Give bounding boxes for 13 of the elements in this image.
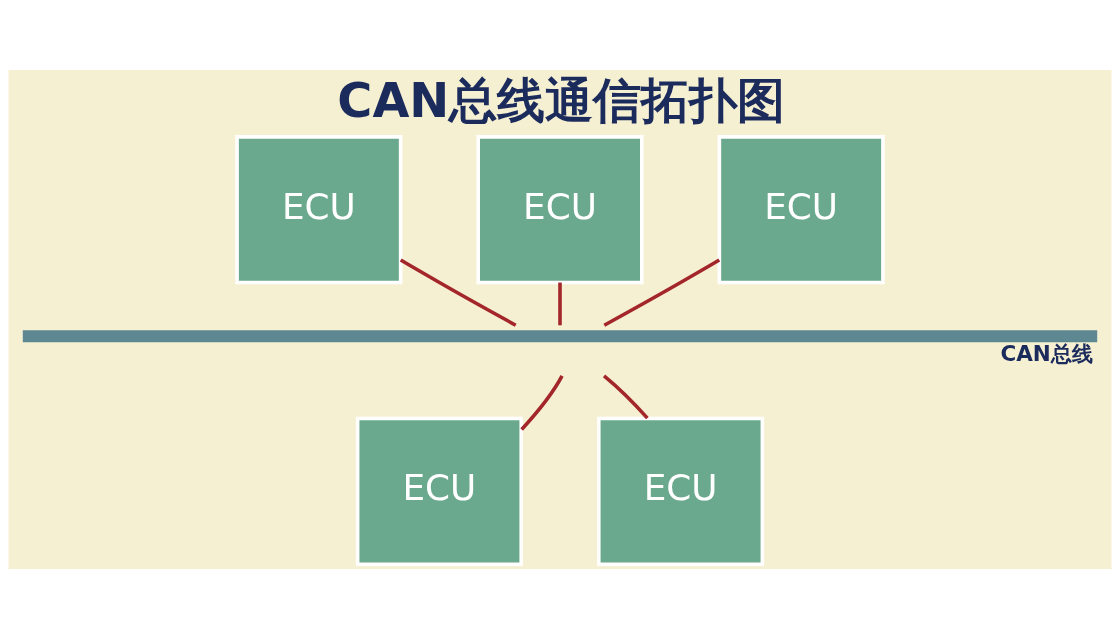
node-box: ECU — [235, 134, 403, 284]
node-box: ECU — [717, 134, 885, 284]
connector — [603, 257, 721, 327]
node-box: ECU — [476, 134, 644, 284]
connector — [520, 374, 564, 431]
node-box: ECU — [597, 416, 765, 566]
connector — [558, 282, 562, 325]
node-box — [22, 329, 1098, 342]
diagram-title: CAN总线通信拓扑图 — [337, 72, 786, 128]
node-label: CAN总线 — [1000, 340, 1093, 366]
connector — [399, 257, 517, 327]
node-box: ECU — [355, 416, 523, 566]
connector — [602, 374, 649, 419]
